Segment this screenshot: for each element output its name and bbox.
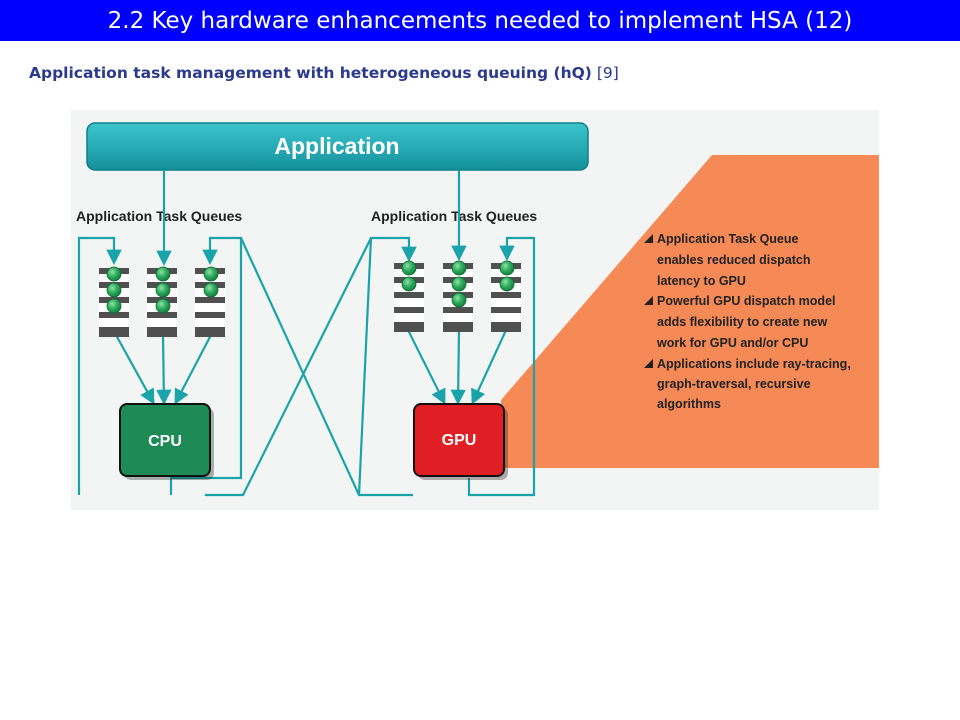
bullet-marker-icon (644, 296, 653, 305)
hq-diagram: Application Application Task Queues Appl… (71, 110, 879, 510)
queue-group-label-left: Application Task Queues (76, 208, 242, 224)
gpu-block (413, 403, 505, 477)
application-label: Application (274, 133, 399, 159)
bullet-line: algorithms (657, 397, 721, 411)
bullet-line: latency to GPU (657, 274, 746, 288)
cpu-label: CPU (148, 433, 182, 450)
slide-subtitle: Application task management with heterog… (29, 64, 619, 82)
bullet-line: Applications include ray-tracing, (657, 357, 851, 371)
bullet-line: adds flexibility to create new (657, 315, 827, 329)
slide-title: 2.2 Key hardware enhancements needed to … (0, 0, 960, 41)
subtitle-text: Application task management with heterog… (29, 64, 592, 82)
callout-bullets: Application Task Queue enables reduced d… (644, 232, 851, 411)
bullet-marker-icon (644, 234, 653, 243)
bullet-line: Powerful GPU dispatch model (657, 294, 836, 308)
callout-shape (501, 155, 879, 468)
hq-diagram-svg: Application Application Task Queues Appl… (76, 122, 879, 497)
bullet-marker-icon (644, 359, 653, 368)
bullet-line: Application Task Queue (657, 232, 799, 246)
connectors (77, 170, 536, 497)
application-bar (86, 122, 589, 171)
reference-citation: [9] (596, 64, 619, 82)
bullet-line: graph-traversal, recursive (657, 377, 811, 391)
gpu-label: GPU (442, 432, 477, 449)
queue-group-label-right: Application Task Queues (371, 208, 537, 224)
bullet-line: enables reduced dispatch (657, 253, 811, 267)
bullet-line: work for GPU and/or CPU (656, 336, 808, 350)
queue-items (106, 260, 515, 314)
cpu-block (119, 403, 211, 477)
